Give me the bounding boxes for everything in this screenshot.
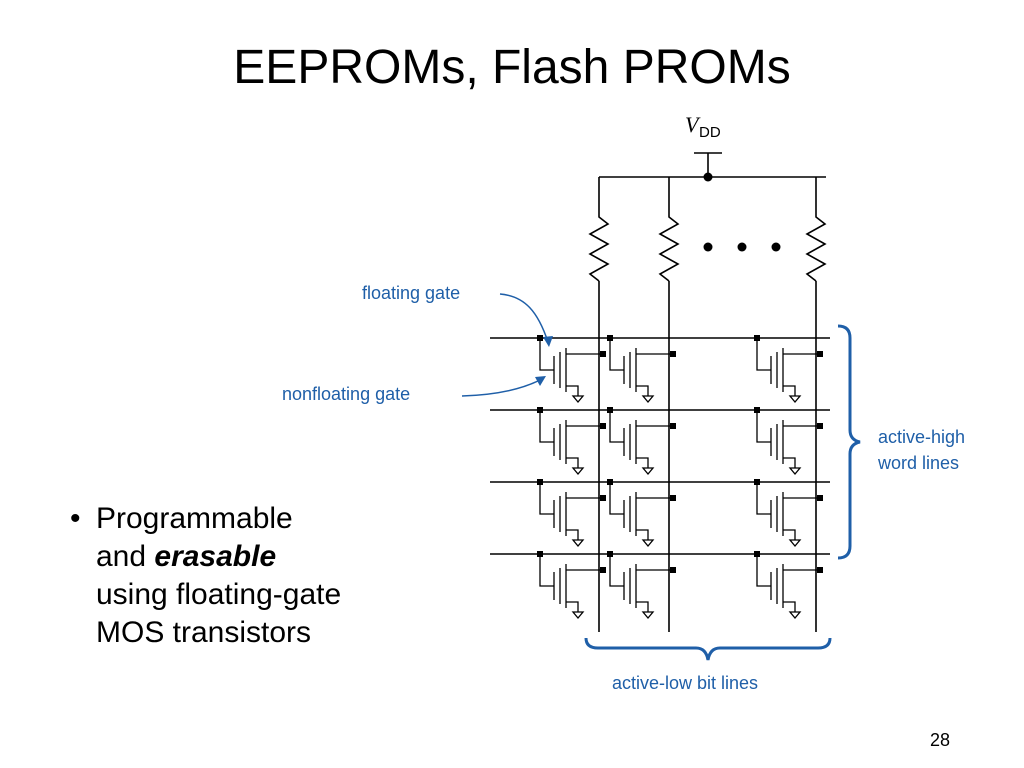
transistor-r3-c3 [754,479,823,548]
transistor-r4-c1 [537,551,606,620]
transistor-r1-c1 [537,335,606,404]
bullet-point: • Programmable and erasable using floati… [70,500,341,652]
bullet-line-2-prefix: and [96,540,155,573]
transistor-r2-c1 [537,407,606,476]
column-ellipsis-icon [703,242,781,252]
nonfloating-gate-arrow [461,379,541,397]
vdd-rail [599,152,826,182]
floating-gate-arrow [499,293,549,343]
floating-gate-arrowhead-icon [543,336,553,347]
word-lines-label-line2: word lines [877,453,959,473]
transistor-r2-c2 [607,407,676,476]
bullet-line-3: using floating-gate [96,578,342,611]
bit-lines-label: active-low bit lines [612,673,758,693]
nonfloating-gate-arrowhead-icon [535,376,546,386]
bullet-emphasis: erasable [154,540,277,573]
vdd-label: V [685,112,701,137]
bullet-line-1: Programmable [96,502,293,535]
transistor-r1-c3 [754,335,823,404]
word-lines-brace [837,324,861,560]
pull-up-resistors [588,177,827,282]
transistor-r1-c2 [607,335,676,404]
transistor-r3-c2 [607,479,676,548]
bullet-line-2: and erasable [96,538,341,576]
resistor-3 [805,177,827,282]
transistor-r3-c1 [537,479,606,548]
transistor-r4-c3 [754,551,823,620]
slide-title: EEPROMs, Flash PROMs [233,41,791,94]
word-lines-label-line1: active-high [878,427,965,447]
bit-lines-brace [584,637,832,661]
resistor-1 [588,177,610,282]
bullet-line-4: MOS transistors [96,616,312,649]
transistor-r2-c3 [754,407,823,476]
page-number: 28 [929,730,950,750]
bullet-dot-icon: • [70,502,81,535]
floating-gate-label: floating gate [362,283,460,303]
transistor-r4-c2 [607,551,676,620]
bit-lines [598,281,817,632]
transistor-cells [537,335,823,620]
resistor-2 [658,177,680,282]
vdd-subscript: DD [699,124,721,141]
nonfloating-gate-label: nonfloating gate [282,384,410,404]
